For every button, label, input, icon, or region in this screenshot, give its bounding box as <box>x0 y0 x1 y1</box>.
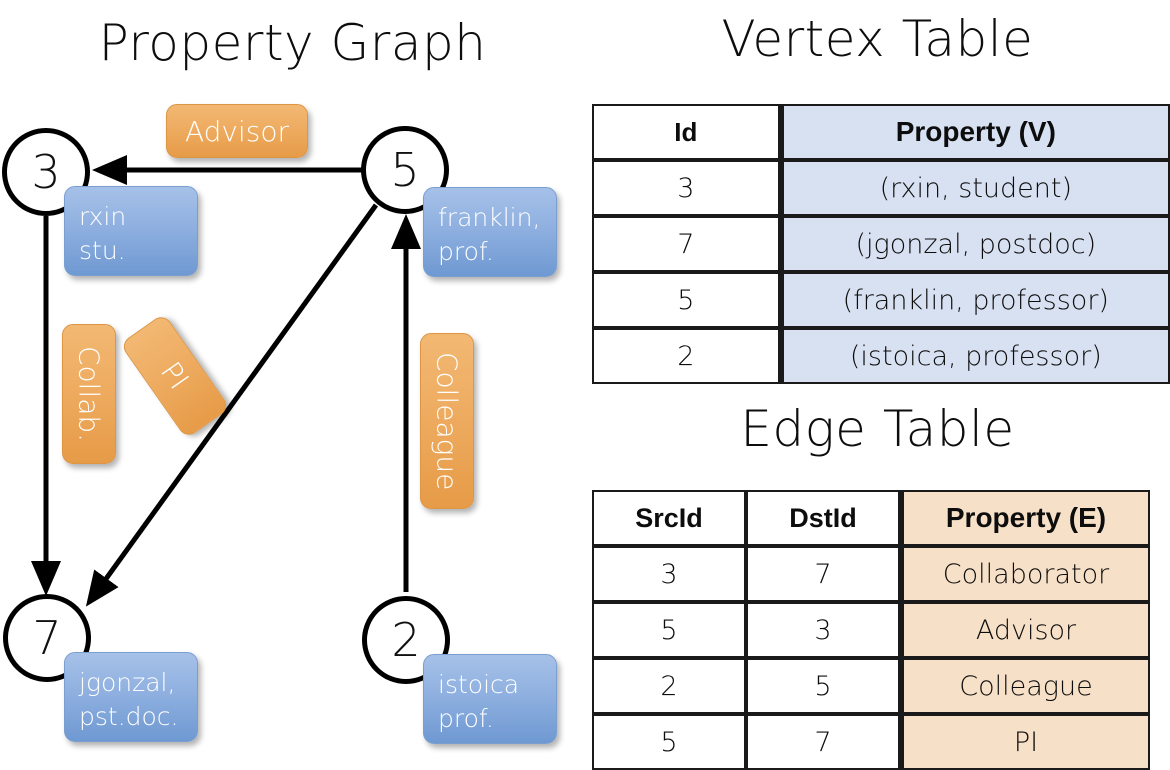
edge-table-cell-srcid: 2 <box>592 658 746 714</box>
graph-node-2[interactable]: 2 <box>362 596 450 684</box>
property-graph-diagram: 3 5 7 2 rxin stu. franklin, prof. jgonza… <box>0 0 585 760</box>
vertex-table-cell-property: (jgonzal, postdoc) <box>779 216 1170 272</box>
table-row[interactable]: 3 (rxin, student) <box>592 160 1170 216</box>
edge-table-cell-dstid: 5 <box>746 658 900 714</box>
vertex-property-rxin-line1: rxin <box>79 202 127 231</box>
table-row[interactable]: 2 (istoica, professor) <box>592 328 1170 384</box>
vertex-table-cell-id: 2 <box>592 328 780 384</box>
page-title-vertex-table: Vertex Table <box>721 10 1034 68</box>
edge-table-cell-dstid: 3 <box>746 602 900 658</box>
page-title-edge-table: Edge Table <box>740 400 1015 458</box>
vertex-table-cell-property: (rxin, student) <box>779 160 1170 216</box>
edge-label-box-advisor[interactable]: Advisor <box>166 104 308 158</box>
vertex-table-cell-property: (franklin, professor) <box>779 272 1170 328</box>
edge-line-pi <box>85 203 379 607</box>
page-title-property-graph: Property Graph <box>98 14 487 72</box>
vertex-property-jgonzal-line2: pst.doc. <box>79 701 179 731</box>
vertex-property-box-rxin[interactable]: rxin stu. <box>64 186 198 276</box>
graph-node-7-label: 7 <box>32 611 62 665</box>
edge-label-colleague-text: Colleague <box>430 351 464 491</box>
edge-table-header-dstid: DstId <box>746 490 900 546</box>
edge-table-cell-property: Colleague <box>900 658 1150 714</box>
vertex-table-cell-id: 5 <box>592 272 780 328</box>
edge-table-cell-property: Collaborator <box>900 546 1150 602</box>
table-row[interactable]: 5 3 Advisor <box>592 602 1150 658</box>
table-header-row: SrcId DstId Property (E) <box>592 490 1150 546</box>
table-row[interactable]: 7 (jgonzal, postdoc) <box>592 216 1170 272</box>
edge-label-box-collab[interactable]: Collab. <box>62 324 116 464</box>
vertex-property-istoica-line2: prof. <box>438 703 494 733</box>
vertex-property-franklin-line2: prof. <box>438 236 494 266</box>
vertex-property-istoica-line1: istoica <box>438 670 520 699</box>
vertex-property-franklin-line1: franklin, <box>438 203 541 232</box>
edge-table-header-srcid: SrcId <box>592 490 746 546</box>
edge-table-cell-property: Advisor <box>900 602 1150 658</box>
edge-table-cell-srcid: 3 <box>592 546 746 602</box>
edge-table-cell-dstid: 7 <box>746 546 900 602</box>
graph-edge-lines <box>31 155 421 607</box>
vertex-property-jgonzal-line1: jgonzal, <box>79 668 176 697</box>
edge-table-cell-dstid: 7 <box>746 714 900 770</box>
edge-table-header-property: Property (E) <box>900 490 1150 546</box>
graph-node-5[interactable]: 5 <box>361 126 449 214</box>
table-row[interactable]: 5 7 PI <box>592 714 1150 770</box>
table-row[interactable]: 5 (franklin, professor) <box>592 272 1170 328</box>
vertex-table-cell-property: (istoica, professor) <box>779 328 1170 384</box>
graph-node-5-label: 5 <box>390 143 420 197</box>
edge-label-collab-text: Collab. <box>72 345 106 443</box>
vertex-table-cell-id: 3 <box>592 160 780 216</box>
edge-label-box-colleague[interactable]: Colleague <box>420 333 474 509</box>
table-row[interactable]: 2 5 Colleague <box>592 658 1150 714</box>
graph-node-2-label: 2 <box>391 613 421 667</box>
graph-node-3-label: 3 <box>31 145 61 199</box>
edge-table-cell-srcid: 5 <box>592 714 746 770</box>
vertex-table: Id Property (V) 3 (rxin, student) 7 (jgo… <box>592 104 1170 384</box>
vertex-property-box-franklin[interactable]: franklin, prof. <box>423 187 557 277</box>
vertex-table-header-property: Property (V) <box>779 104 1170 160</box>
vertex-property-box-jgonzal[interactable]: jgonzal, pst.doc. <box>64 652 198 742</box>
vertex-property-box-istoica[interactable]: istoica prof. <box>423 654 557 744</box>
table-row[interactable]: 3 7 Collaborator <box>592 546 1150 602</box>
edge-table-cell-srcid: 5 <box>592 602 746 658</box>
vertex-property-rxin-line2: stu. <box>79 235 126 265</box>
edge-label-advisor-text: Advisor <box>184 114 289 148</box>
edge-table: SrcId DstId Property (E) 3 7 Collaborato… <box>592 490 1150 770</box>
vertex-table-cell-id: 7 <box>592 216 780 272</box>
edge-label-pi-text: PI <box>154 356 196 396</box>
edge-table-cell-property: PI <box>900 714 1150 770</box>
vertex-table-header-id: Id <box>592 104 780 160</box>
table-header-row: Id Property (V) <box>592 104 1170 160</box>
